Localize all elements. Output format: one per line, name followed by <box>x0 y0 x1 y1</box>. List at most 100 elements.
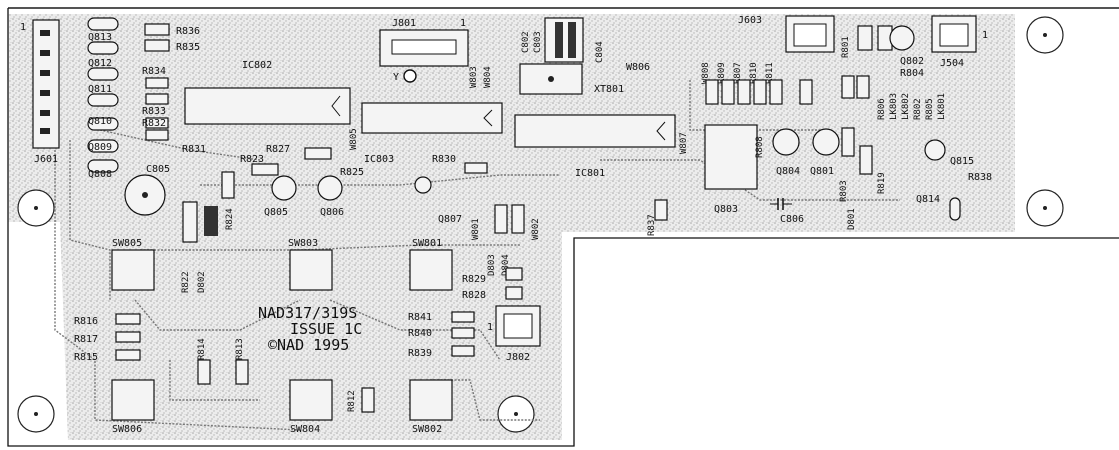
label-r805: R805 <box>925 98 935 120</box>
pin1-marker: 1 <box>20 22 26 33</box>
mounting-holes <box>17 16 1064 433</box>
label-lk803: LK803 <box>889 93 899 120</box>
label-r807: R807 <box>733 62 743 84</box>
label-r839: R839 <box>408 348 432 359</box>
label-r806: R806 <box>877 98 887 120</box>
label-q812: Q812 <box>88 58 112 69</box>
resistor-r836 <box>144 23 170 36</box>
label-q810: Q810 <box>88 116 112 127</box>
switch-sw805 <box>111 249 155 291</box>
label-w801: W801 <box>471 218 481 240</box>
j601-connector <box>32 19 60 149</box>
label-w803: W803 <box>469 66 479 88</box>
label-ic802: IC802 <box>242 60 272 71</box>
label-q802: Q802 <box>900 56 924 67</box>
label-sw805: SW805 <box>112 238 142 249</box>
label-r804: R804 <box>900 68 924 79</box>
label-q808: Q808 <box>88 169 112 180</box>
label-sw803: SW803 <box>288 238 318 249</box>
label-r817: R817 <box>74 334 98 345</box>
transistor-q806 <box>317 175 343 201</box>
label-r822: R822 <box>181 271 191 293</box>
label-w805: W805 <box>349 128 359 150</box>
label-ic801: IC801 <box>575 168 605 179</box>
label-r811: R811 <box>765 62 775 84</box>
label-q814: Q814 <box>916 194 940 205</box>
transistor-stack <box>87 17 119 173</box>
label-r814: R814 <box>197 338 207 360</box>
label-c803: C803 <box>533 31 543 53</box>
switch-sw803 <box>289 249 333 291</box>
label-w806: W806 <box>626 62 650 73</box>
resistor-r835 <box>144 39 170 52</box>
switch-sw804 <box>289 379 333 421</box>
label-lk802: LK802 <box>901 93 911 120</box>
label-j601: J601 <box>34 154 58 165</box>
label-sw801: SW801 <box>412 238 442 249</box>
label-r827: R827 <box>266 144 290 155</box>
capacitor-c802-c803 <box>544 17 584 63</box>
label-q804: Q804 <box>776 166 800 177</box>
label-q801: Q801 <box>810 166 834 177</box>
label-r840: R840 <box>408 328 432 339</box>
label-ic803: IC803 <box>364 154 394 165</box>
label-d802: D802 <box>197 271 207 293</box>
board-copyright: ©NAD 1995 <box>268 336 349 354</box>
label-r801: R801 <box>841 36 851 58</box>
label-j802: J802 <box>506 352 530 363</box>
label-q815: Q815 <box>950 156 974 167</box>
label-r816: R816 <box>74 316 98 327</box>
label-q805: Q805 <box>264 207 288 218</box>
label-r828: R828 <box>462 290 486 301</box>
label-q803: Q803 <box>714 204 738 215</box>
label-r825: R825 <box>340 167 364 178</box>
label-q807: Q807 <box>438 214 462 225</box>
label-r809: R809 <box>717 62 727 84</box>
transistor-q804 <box>772 128 800 156</box>
switches <box>111 249 453 421</box>
label-q813: Q813 <box>88 32 112 43</box>
label-lk801: LK801 <box>937 93 947 120</box>
j802-connector <box>495 305 541 347</box>
resistor-bank <box>705 75 870 105</box>
label-w807: W807 <box>679 132 689 154</box>
label-r833: R833 <box>142 106 166 117</box>
label-r802: R802 <box>913 98 923 120</box>
j802-pin1: 1 <box>487 322 493 333</box>
label-r837: R837 <box>647 214 657 236</box>
label-r831: R831 <box>182 144 206 155</box>
label-c805: C805 <box>146 164 170 175</box>
label-r830: R830 <box>432 154 456 165</box>
label-r829: R829 <box>462 274 486 285</box>
ic803-chip <box>361 102 503 134</box>
transistor-q803 <box>704 124 758 190</box>
label-r834: R834 <box>142 66 166 77</box>
ic802-chip <box>184 87 351 125</box>
label-q806: Q806 <box>320 207 344 218</box>
label-r823: R823 <box>240 154 264 165</box>
j504-pin1: 1 <box>982 30 988 41</box>
ic801-chip <box>514 114 676 148</box>
label-r836: R836 <box>176 26 200 37</box>
label-j504: J504 <box>940 58 964 69</box>
label-r841: R841 <box>408 312 432 323</box>
transistor-q815 <box>924 139 946 161</box>
label-c802: C802 <box>521 31 531 53</box>
label-r835: R835 <box>176 42 200 53</box>
board-title: NAD317/319S <box>258 304 357 322</box>
label-j801: J801 <box>392 18 416 29</box>
label-c806: C806 <box>780 214 804 225</box>
label-w804: W804 <box>483 66 493 88</box>
label-sw802: SW802 <box>412 424 442 435</box>
label-r838: R838 <box>968 172 992 183</box>
switch-sw806 <box>111 379 155 421</box>
board-issue: ISSUE 1C <box>290 320 362 338</box>
label-d804: D804 <box>501 254 511 276</box>
label-y: Y <box>393 72 399 83</box>
label-c804: C804 <box>595 41 605 63</box>
switch-sw801 <box>409 249 453 291</box>
label-r815: R815 <box>74 352 98 363</box>
label-r832: R832 <box>142 118 166 129</box>
label-r808: R808 <box>755 136 765 158</box>
